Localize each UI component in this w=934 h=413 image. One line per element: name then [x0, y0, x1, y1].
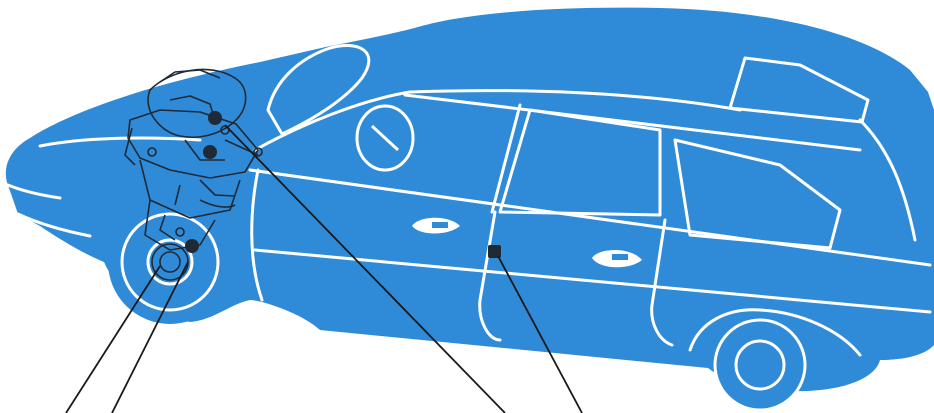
marker-upper	[208, 111, 222, 125]
front-wheel	[108, 200, 232, 324]
marker-lower	[185, 239, 199, 253]
body-outlines	[6, 44, 932, 357]
leader-2	[111, 261, 189, 413]
leader-lines	[65, 124, 583, 413]
door-handle-rear	[592, 250, 642, 268]
steering-wheel	[355, 104, 415, 172]
leader-1	[65, 265, 161, 413]
leader-3	[224, 124, 506, 413]
rear-wheel	[713, 318, 807, 412]
leader-4	[497, 255, 583, 413]
marker-middle	[203, 145, 217, 159]
component-markers	[185, 111, 501, 258]
door-handle-front	[412, 217, 460, 234]
marker-door	[488, 245, 501, 258]
